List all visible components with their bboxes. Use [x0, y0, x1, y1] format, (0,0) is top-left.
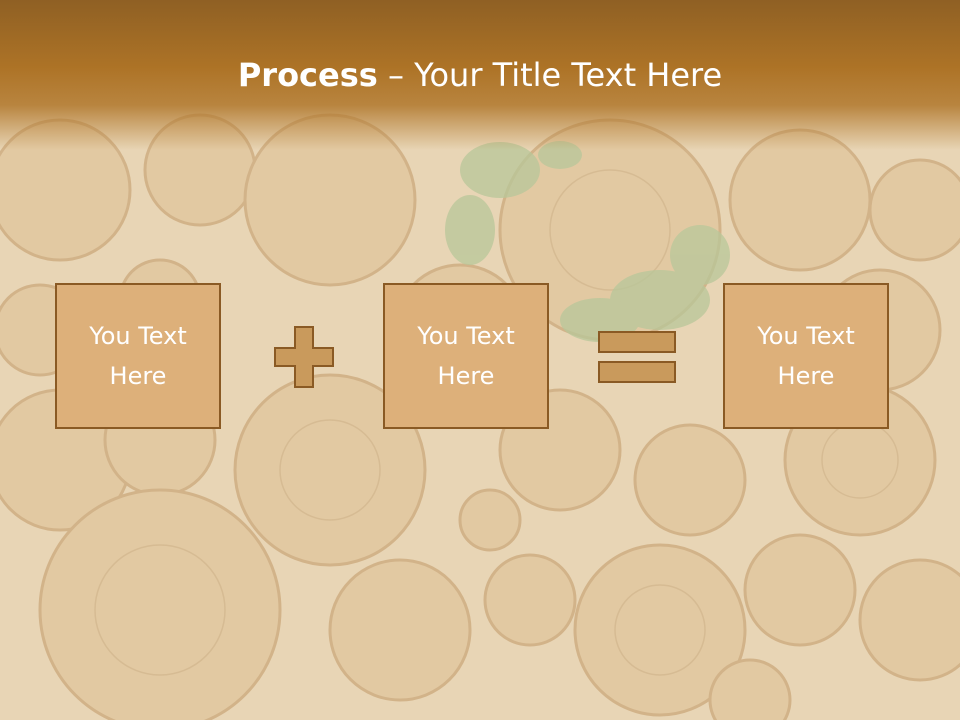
process-box-3-line2: Here [777, 362, 835, 390]
process-box-1[interactable]: You Text Here [55, 283, 221, 429]
process-box-2[interactable]: You Text Here [383, 283, 549, 429]
title-bold: Process [237, 56, 378, 94]
process-box-2-text: You Text Here [391, 316, 541, 396]
process-box-1-line2: Here [109, 362, 167, 390]
process-box-2-line2: Here [437, 362, 495, 390]
title-band [0, 0, 960, 150]
slide-title[interactable]: Process – Your Title Text Here [0, 52, 960, 98]
plus-icon[interactable] [274, 326, 334, 388]
process-box-1-line1: You Text [89, 322, 187, 350]
process-box-1-text: You Text Here [63, 316, 213, 396]
process-box-3-text: You Text Here [731, 316, 881, 396]
equals-icon[interactable] [598, 331, 676, 383]
process-box-3-line1: You Text [757, 322, 855, 350]
process-box-2-line1: You Text [417, 322, 515, 350]
title-separator: – [377, 56, 415, 94]
process-box-3[interactable]: You Text Here [723, 283, 889, 429]
title-rest: Your Title Text Here [414, 56, 723, 94]
